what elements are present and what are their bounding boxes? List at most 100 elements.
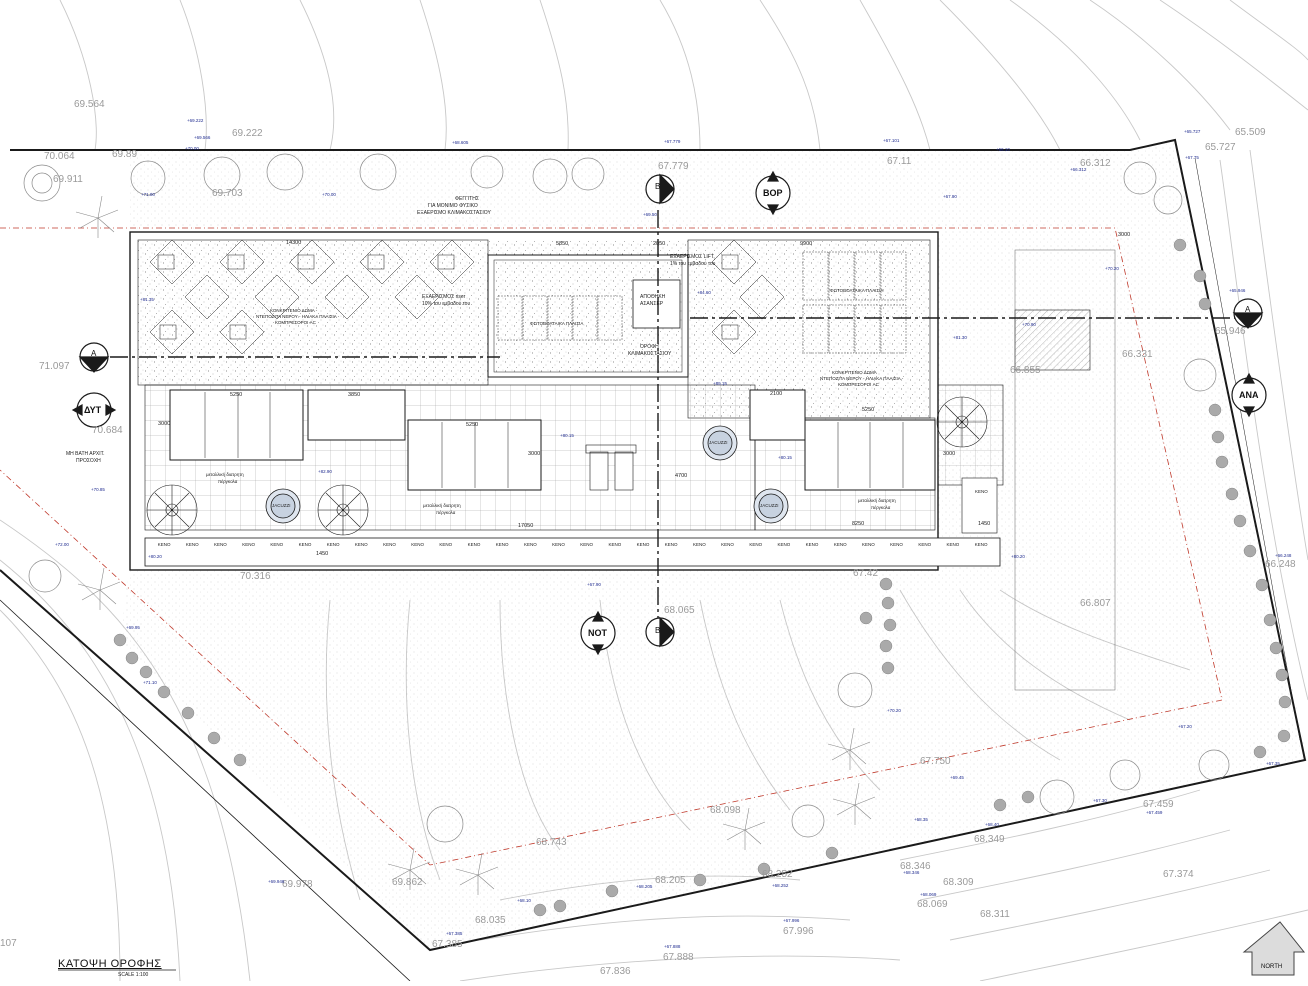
- void-cell: ΚΕΝΟ: [580, 542, 594, 547]
- level-marker: +66.10: [996, 147, 1010, 152]
- level-marker: +69.222: [187, 118, 204, 123]
- void-cell: ΚΕΝΟ: [354, 542, 368, 547]
- note-concrete-right: ΚΟΝΚΡΙΤΕΝΙΟ ΔΩΜΑ: [832, 370, 877, 375]
- elevation-label: 66.807: [1080, 598, 1111, 609]
- void-cell: ΚΕΝΟ: [298, 542, 312, 547]
- note-vent-lift: ΕΞΑΕΡΙΣΜΟΣ LIFT,: [670, 254, 715, 260]
- elevation-label: 67.996: [783, 926, 814, 937]
- note-pv-center: ΦΩΤΟΒΟΛΤΑΙΚΑ ΠΛΑΙΣΙΑ: [530, 321, 584, 326]
- drawing-title: ΚΑΤΟΨΗ ΟΡΟΦΗΣ: [58, 958, 162, 970]
- level-marker: +80.20: [1011, 554, 1025, 559]
- void-cell: ΚΕΝΟ: [805, 542, 819, 547]
- elevation-label: 67.888: [663, 952, 694, 963]
- note-concrete-left-2: ΝΤΕΠΟΖΙΤΑ ΝΕΡΟΥ - ΗΛΙΑΚΑ ΠΛΑΙΣΙΑ -: [256, 314, 340, 319]
- level-marker: +70.00: [322, 192, 336, 197]
- tree-symbols: [23, 153, 1230, 843]
- level-marker: +68.252: [772, 883, 789, 888]
- void-cell: ΚΕΝΟ: [411, 542, 425, 547]
- void-cell: ΚΕΝΟ: [918, 542, 932, 547]
- dim-1450b: 1450: [316, 551, 329, 557]
- void-cell: ΚΕΝΟ: [721, 542, 734, 547]
- elevation-label: 68.035: [475, 915, 506, 926]
- level-marker: +67.385: [446, 931, 463, 936]
- note-concrete-left: ΚΟΝΚΡΙΤΕΝΙΟ ΔΩΜΑ -: [270, 308, 318, 313]
- elevation-label: 67.750: [920, 756, 951, 767]
- elevation-label: 68.311: [980, 909, 1010, 920]
- note-vent-riser: ΕΞΑΕΡΙΣΜΟΣ riser: [422, 294, 466, 300]
- level-marker: +65.727: [1184, 129, 1201, 134]
- level-marker: +67.101: [883, 138, 900, 143]
- dim-2050: 2050: [653, 241, 666, 247]
- compass-east-label: ΑΝΑ: [1239, 390, 1259, 400]
- level-marker: +68.35: [914, 817, 928, 822]
- elevation-label: 65.727: [1205, 142, 1236, 153]
- elevation-label: 70.684: [92, 425, 123, 436]
- level-marker: +67.459: [1146, 810, 1163, 815]
- level-marker: +69.50: [643, 212, 657, 217]
- dim-3000c: 3000: [943, 451, 956, 457]
- elevation-label: 69.911: [53, 174, 83, 185]
- dim-5850: 5850: [556, 241, 569, 247]
- note-pergola-1: μεταλλική διατρητη: [206, 472, 244, 477]
- section-markers: [78, 173, 1264, 648]
- dim-5250b: 5250: [466, 422, 479, 428]
- level-marker: +68.10: [517, 898, 531, 903]
- elevation-label: 67.374: [1163, 869, 1194, 880]
- elevation-label: 69.703: [212, 188, 243, 199]
- void-cell: ΚΕΝΟ: [552, 542, 565, 547]
- level-marker: +71.10: [143, 680, 157, 685]
- level-marker: +81.35: [140, 297, 154, 302]
- level-marker: +89.15: [713, 381, 727, 386]
- note-pergola-3: μεταλλική διατρητη: [858, 498, 896, 503]
- compass-south-label: ΝΟΤ: [588, 628, 607, 638]
- void-cell: ΚΕΝΟ: [636, 542, 650, 547]
- level-marker: +68.605: [452, 140, 469, 145]
- level-marker: +70.20: [1105, 266, 1119, 271]
- level-marker: +69.946: [268, 879, 285, 884]
- note-pv-right: ΦΩΤΟΒΟΛΤΑΙΚΑ ΠΛΑΙΣΙΑ: [830, 288, 884, 293]
- dim-5250a: 5250: [230, 392, 243, 398]
- level-marker: +80.20: [148, 554, 162, 559]
- elevation-label: 107: [0, 938, 17, 949]
- elevation-label: 66.331: [1122, 349, 1153, 360]
- compass-north-label: ΒΟΡ: [763, 188, 783, 198]
- note-pergola-2b: πέργκολα: [436, 510, 456, 515]
- void-row: ΚΕΝΟ ΚΕΝΟ ΚΕΝΟ ΚΕΝΟ ΚΕΝΟ ΚΕΝΟ ΚΕΝΟ ΚΕΝΟ …: [150, 542, 995, 554]
- void-cell: ΚΕΝΟ: [242, 542, 255, 547]
- section-b-top-label: B: [655, 182, 661, 191]
- compass-west-label: ΔΥΤ: [84, 405, 102, 415]
- note-concrete-left-3: ΚΟΜΠΡΕΣΟΡΟΙ AC: [275, 320, 316, 325]
- level-marker: +69.95: [126, 625, 140, 630]
- drawing-scale: SCALE 1:100: [118, 972, 149, 978]
- north-label: NORTH: [1261, 964, 1283, 970]
- level-marker: +67.888: [664, 944, 681, 949]
- void-cell: ΚΕΝΟ: [608, 542, 622, 547]
- level-marker: +65.946: [1229, 288, 1246, 293]
- void-cell: ΚΕΝΟ: [974, 542, 988, 547]
- level-marker: +68.205: [636, 884, 653, 889]
- jacuzzi-label-2: JACUZZI: [709, 440, 728, 445]
- void-cell: ΚΕΝΟ: [777, 542, 791, 547]
- elevation-label: 68.205: [655, 875, 686, 886]
- note-pergola-3b: πέργκολα: [871, 505, 891, 510]
- void-cell: ΚΕΝΟ: [692, 542, 706, 547]
- elevation-label: 66.248: [1265, 559, 1296, 570]
- level-marker: +71.00: [141, 192, 155, 197]
- void-cell: ΚΕΝΟ: [214, 542, 227, 547]
- elevation-label: 67.42: [853, 568, 879, 579]
- dim-3850: 3850: [348, 392, 361, 398]
- note-pergola-2: μεταλλική διατρητη: [423, 503, 461, 508]
- level-marker: +80.15: [560, 433, 574, 438]
- level-marker: +67.30: [1093, 798, 1107, 803]
- elevation-label: 70.064: [44, 151, 75, 162]
- jacuzzi-label-3: JACUZZI: [760, 503, 779, 508]
- void-cell: ΚΕΝΟ: [467, 542, 481, 547]
- plot-boundary: [0, 138, 1307, 982]
- palm-symbols: [75, 195, 876, 895]
- level-marker: +70.20: [887, 708, 901, 713]
- note-lights-2: ΓΙΑ ΜΟΝΙΜΟ ΦΥΣΙΚΟ: [428, 203, 478, 209]
- section-b-bottom-label: B: [655, 626, 661, 635]
- void-cell: ΚΕΝΟ: [833, 542, 847, 547]
